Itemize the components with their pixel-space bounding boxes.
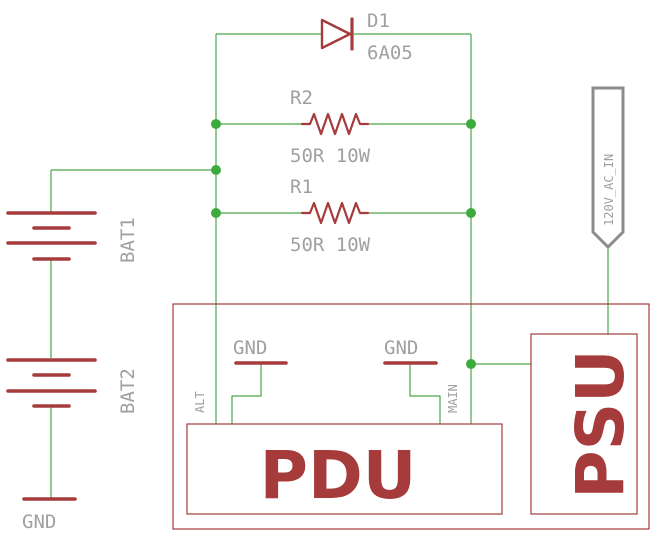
resistor-ref: R1 (290, 176, 313, 198)
battery-ref: BAT2 (117, 368, 139, 414)
junction-dot (211, 119, 221, 129)
ground-pdu-right: GND (383, 337, 438, 365)
psu-label: PSU (562, 349, 639, 499)
pdu-box (186, 423, 503, 515)
psu-block[interactable]: PSU (530, 333, 639, 515)
junctions (211, 119, 476, 369)
resistor-ref: R2 (290, 87, 313, 109)
module-frame (172, 303, 650, 530)
diode-triangle (320, 18, 352, 50)
ground-label: GND (233, 337, 267, 359)
junction-dot (466, 119, 476, 129)
resistor-zigzag (300, 201, 370, 225)
psu-box (530, 333, 638, 515)
battery-bat2[interactable]: BAT2 (6, 358, 139, 414)
battery-bat1[interactable]: BAT1 (6, 211, 139, 263)
diode-value: 6A05 (367, 42, 413, 64)
net-tag-ac-in[interactable]: 120V_AC_IN (591, 86, 625, 250)
wire-gnd-left (231, 364, 262, 424)
diode-d1[interactable]: D1 6A05 (320, 10, 413, 64)
resistor-value: 50R 10W (290, 234, 371, 256)
battery-ref: BAT1 (117, 217, 139, 263)
junction-dot (211, 165, 221, 175)
net-tag-outline (591, 86, 625, 250)
pin-label-alt: ALT (193, 391, 207, 413)
pdu-label: PDU (260, 437, 417, 514)
ground-battery: GND (22, 497, 77, 533)
ground-label: GND (384, 337, 418, 359)
wire-gnd-right (409, 364, 441, 424)
junction-dot (466, 359, 476, 369)
resistor-zigzag (300, 112, 370, 136)
junction-dot (466, 208, 476, 218)
net-tag-label: 120V_AC_IN (602, 154, 616, 226)
diode-ref: D1 (367, 10, 390, 32)
wires (50, 33, 609, 498)
resistor-value: 50R 10W (290, 145, 371, 167)
pin-label-main: MAIN (446, 384, 460, 413)
junction-dot (211, 208, 221, 218)
ground-label: GND (22, 511, 56, 533)
wire-battery-positive (50, 169, 216, 212)
pdu-block[interactable]: PDU ALT MAIN (186, 384, 503, 515)
ground-pdu-left: GND (233, 337, 288, 365)
resistor-r2[interactable]: R2 50R 10W (290, 87, 371, 167)
resistor-r1[interactable]: R1 50R 10W (290, 176, 371, 256)
